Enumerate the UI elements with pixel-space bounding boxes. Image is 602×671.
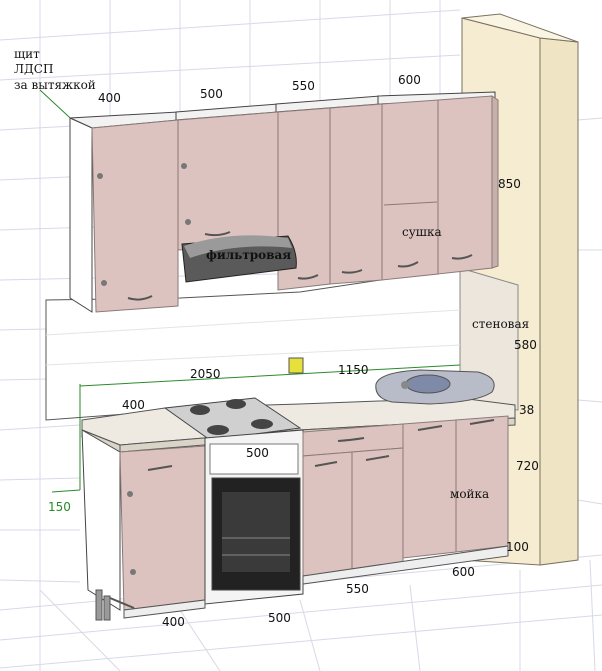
gas-hob xyxy=(163,397,302,441)
shield-note-line1: щит xyxy=(14,47,40,61)
backsplash-note: стеновая xyxy=(472,317,530,331)
upper-height-850: 850 xyxy=(498,177,521,191)
plinth-height-100: 100 xyxy=(506,540,529,554)
upper-width-400: 400 xyxy=(98,91,121,105)
floor-width-550: 550 xyxy=(346,582,369,596)
power-socket xyxy=(288,357,304,374)
floor-width-500: 500 xyxy=(268,611,291,625)
shield-note-line2: ЛДСП xyxy=(14,62,54,76)
shield-note-line3: за вытяжкой xyxy=(14,78,96,92)
total-length-2050: 2050 xyxy=(190,367,221,381)
sink xyxy=(375,369,495,405)
backsplash-height-580: 580 xyxy=(514,338,537,352)
upper-cabinets xyxy=(69,91,499,313)
hob-width-500: 500 xyxy=(246,446,269,460)
sink-note: мойка xyxy=(450,487,490,501)
countertop-thickness-38: 38 xyxy=(519,403,535,417)
corner-depth-400: 400 xyxy=(122,398,145,412)
right-run-1150: 1150 xyxy=(338,363,369,377)
upper-width-500: 500 xyxy=(200,87,223,101)
lower-height-720: 720 xyxy=(516,459,539,473)
hood-note: фильтровая xyxy=(206,248,292,262)
dryer-note: сушка xyxy=(402,225,442,239)
upper-width-600: 600 xyxy=(398,73,421,87)
lower-cabinets xyxy=(81,415,509,621)
floor-width-400: 400 xyxy=(162,615,185,629)
upper-width-550: 550 xyxy=(292,79,315,93)
total-length-dimension-line xyxy=(51,364,461,493)
socket-height-150: 150 xyxy=(48,500,71,514)
cooker-hood xyxy=(181,235,297,283)
floor-width-600: 600 xyxy=(452,565,475,579)
